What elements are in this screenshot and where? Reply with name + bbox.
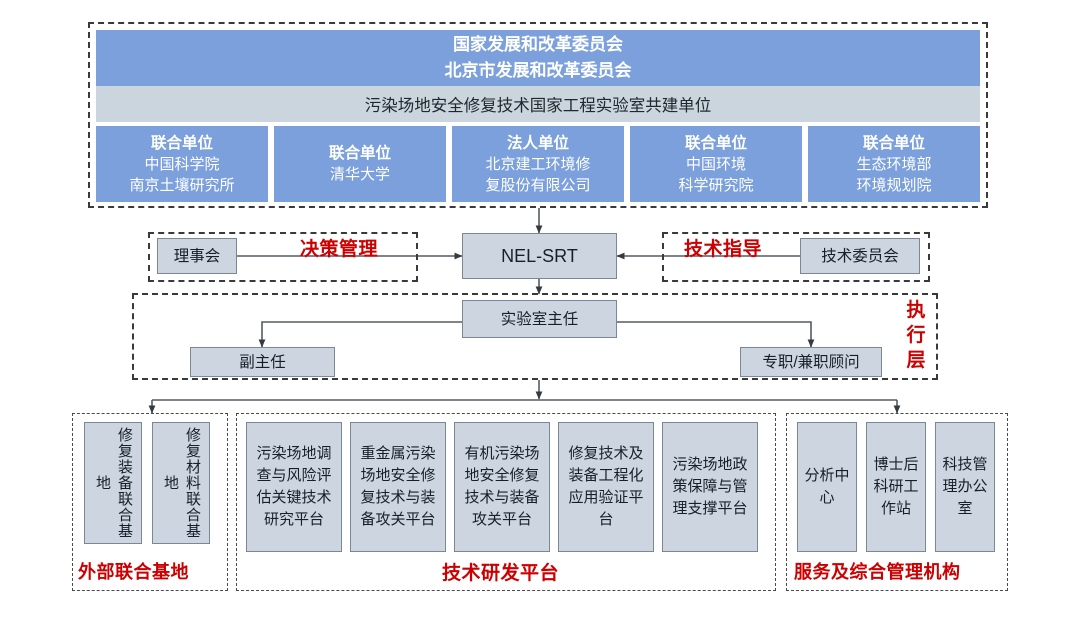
governance-container (88, 22, 988, 208)
unit-box-0[interactable]: 联合单位 中国科学院 南京土壤研究所 (96, 126, 268, 202)
unit-name-1-line1: 清华大学 (329, 166, 390, 183)
service-1[interactable]: 博士后科研工作站 (866, 422, 926, 552)
lab-director-box[interactable]: 实验室主任 (462, 300, 617, 338)
technical-committee-box[interactable]: 技术委员会 (800, 238, 920, 274)
rd-platform-1-label: 重金属污染场地安全修复技术与装备攻关平台 (360, 445, 436, 528)
unit-name-3-line2: 科学研究院 (678, 176, 754, 194)
service-0[interactable]: 分析中心 (797, 422, 857, 552)
decision-management-label: 决策管理 (300, 239, 379, 260)
top-authority-banner: 国家发展和改革委员会 北京市发展和改革委员会 (96, 30, 980, 86)
service-2-label: 科技管理办公室 (942, 456, 988, 517)
unit-box-2[interactable]: 法人单位 北京建工环境修 复股份有限公司 (452, 126, 624, 202)
technical-committee-label: 技术委员会 (821, 247, 899, 265)
deputy-director-label: 副主任 (239, 353, 286, 371)
unit-role-2: 法人单位 (506, 134, 569, 152)
services-label: 服务及综合管理机构 (794, 562, 961, 582)
lab-subtitle-banner: 污染场地安全修复技术国家工程实验室共建单位 (96, 86, 980, 122)
unit-name-3-line1: 中国环境 (685, 155, 746, 173)
unit-box-1[interactable]: 联合单位 清华大学 (274, 126, 446, 202)
executive-layer-char-1: 行 (906, 325, 926, 346)
board-label: 理事会 (173, 247, 221, 265)
external-base-1-label: 修复材料联合基地 (162, 427, 201, 539)
advisor-box[interactable]: 专职/兼职顾问 (740, 347, 882, 377)
technical-guidance-label: 技术指导 (684, 239, 763, 260)
service-2[interactable]: 科技管理办公室 (935, 422, 995, 552)
nel-srt-box[interactable]: NEL-SRT (462, 233, 617, 279)
board-box[interactable]: 理事会 (157, 238, 237, 274)
top-authority-line2: 北京市发展和改革委员会 (444, 61, 632, 80)
technical-guidance-container (662, 232, 930, 282)
rd-platform-0-label: 污染场地调查与风险评估关键技术研究平台 (256, 445, 332, 528)
executive-layer-container (132, 293, 938, 380)
unit-name-0-line1: 中国科学院 (144, 155, 220, 173)
rd-platforms-container (236, 413, 776, 591)
lab-director-label: 实验室主任 (500, 310, 579, 328)
external-bases-label: 外部联合基地 (78, 562, 189, 582)
external-bases-container (72, 413, 228, 591)
unit-name-4-line2: 环境规划院 (856, 176, 932, 194)
unit-role-1: 联合单位 (328, 145, 391, 162)
advisor-label: 专职/兼职顾问 (762, 353, 860, 371)
unit-name-2-line2: 复股份有限公司 (485, 176, 591, 194)
rd-platform-0[interactable]: 污染场地调查与风险评估关键技术研究平台 (246, 422, 342, 552)
deputy-director-box[interactable]: 副主任 (190, 347, 335, 377)
nel-srt-label: NEL-SRT (501, 245, 578, 266)
rd-platform-3-label: 修复技术及装备工程化应用验证平台 (568, 445, 644, 528)
service-1-label: 博士后科研工作站 (873, 456, 919, 517)
rd-platform-2-label: 有机污染场地安全修复技术与装备攻关平台 (464, 445, 540, 528)
services-container (786, 413, 1008, 591)
rd-platform-1[interactable]: 重金属污染场地安全修复技术与装备攻关平台 (350, 422, 446, 552)
executive-layer-label: 执 行 层 (905, 298, 927, 373)
unit-name-2-line1: 北京建工环境修 (485, 155, 591, 173)
unit-role-4: 联合单位 (862, 134, 925, 152)
decision-management-container (148, 232, 418, 282)
rd-platform-2[interactable]: 有机污染场地安全修复技术与装备攻关平台 (454, 422, 550, 552)
executive-layer-char-0: 执 (906, 300, 926, 321)
lab-subtitle-text: 污染场地安全修复技术国家工程实验室共建单位 (364, 97, 712, 115)
unit-name-0-line2: 南京土壤研究所 (129, 176, 235, 194)
unit-box-3[interactable]: 联合单位 中国环境 科学研究院 (630, 126, 802, 202)
service-0-label: 分析中心 (804, 467, 850, 506)
external-base-1[interactable]: 修复材料联合基地 (152, 422, 210, 544)
rd-platform-4[interactable]: 污染场地政策保障与管理支撑平台 (662, 422, 758, 552)
external-base-0-label: 修复装备联合基地 (94, 427, 133, 539)
unit-name-4-line1: 生态环境部 (856, 155, 932, 173)
unit-role-0: 联合单位 (150, 134, 213, 152)
rd-platform-4-label: 污染场地政策保障与管理支撑平台 (672, 456, 748, 517)
rd-platforms-label: 技术研发平台 (442, 563, 560, 584)
unit-role-3: 联合单位 (684, 134, 747, 152)
rd-platform-3[interactable]: 修复技术及装备工程化应用验证平台 (558, 422, 654, 552)
executive-layer-char-2: 层 (906, 350, 926, 371)
top-authority-line1: 国家发展和改革委员会 (453, 35, 623, 54)
external-base-0[interactable]: 修复装备联合基地 (84, 422, 142, 544)
unit-box-4[interactable]: 联合单位 生态环境部 环境规划院 (808, 126, 980, 202)
